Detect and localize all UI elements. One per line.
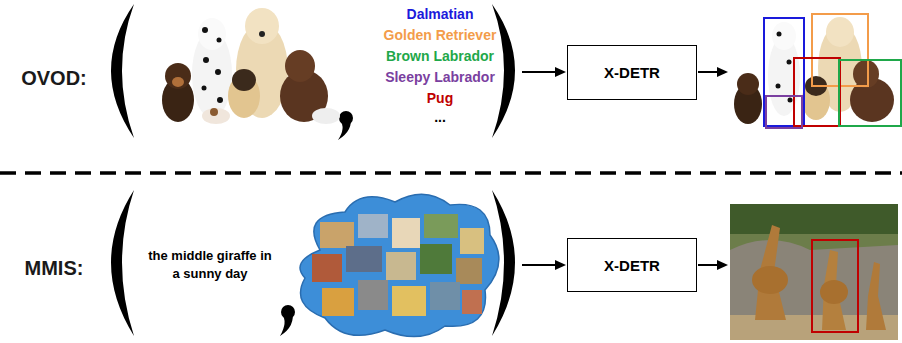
illustration-part: [358, 214, 388, 238]
illustration-part: [717, 67, 728, 77]
illustration-part: [346, 246, 382, 272]
illustration-part: [210, 108, 218, 116]
illustration-part: [766, 96, 802, 128]
illustration-part: [462, 290, 482, 314]
arrow: [522, 260, 566, 270]
box-title: X-DETR: [604, 64, 660, 81]
illustration-part: [730, 240, 898, 340]
arrow: [698, 260, 728, 270]
illustration-part: [812, 240, 858, 332]
illustration-part: [460, 228, 484, 254]
row-label: OVOD:: [21, 67, 87, 90]
illustration-part: [386, 252, 416, 280]
illustration-part: [456, 258, 482, 284]
illustration-part: [392, 218, 420, 248]
illustration-part: [165, 63, 191, 89]
process-box: X-DETR: [567, 45, 697, 100]
right-parenthesis: [492, 4, 515, 138]
illustration-part: [522, 71, 556, 73]
illustration-part: [358, 280, 388, 310]
illustration-part: [392, 286, 426, 316]
dashed-separator: [0, 171, 902, 175]
illustration-part: [202, 86, 207, 91]
illustration-part: [698, 71, 718, 73]
illustration-part: [217, 38, 222, 43]
illustration-part: [698, 264, 718, 266]
illustration-part: [826, 17, 854, 47]
illustration-part: [232, 69, 256, 91]
class-name: Brown Labrador: [386, 48, 494, 64]
arrow: [522, 67, 566, 77]
illustration-part: [312, 254, 342, 282]
illustration-part: [215, 69, 221, 75]
illustration-part: [787, 60, 792, 65]
image-cloud: [300, 194, 499, 336]
comma: [280, 305, 295, 336]
illustration-part: [198, 18, 226, 50]
left-parenthesis: [111, 190, 134, 336]
illustration-part: [312, 108, 340, 124]
illustration-part: [794, 58, 840, 126]
illustration-part: [245, 8, 279, 44]
process-box: X-DETR: [567, 238, 697, 292]
illustration-part: [285, 50, 315, 82]
illustration-part: [555, 260, 566, 270]
illustration-part: [320, 222, 354, 248]
illustration-part: [820, 280, 848, 304]
comma: [338, 111, 353, 140]
illustration-part: [202, 27, 208, 33]
illustration-part: [217, 97, 223, 103]
illustration-part: [777, 32, 782, 37]
illustration-part: [737, 73, 759, 95]
detected-dogs-photo: [734, 14, 901, 128]
illustration-part: [322, 288, 354, 316]
illustration-part: [424, 214, 458, 238]
illustration-part: [172, 77, 184, 87]
class-name: Dalmatian: [407, 6, 474, 22]
illustration-part: [420, 244, 452, 274]
box-title: X-DETR: [604, 257, 660, 274]
illustration-part: [202, 108, 230, 124]
illustration-part: [555, 67, 566, 77]
illustration-part: [776, 84, 781, 89]
illustration-part: [772, 22, 796, 50]
illustration-part: [203, 57, 209, 63]
illustration-part: [259, 31, 265, 37]
illustration-part: [853, 60, 879, 88]
illustration-part: [839, 60, 901, 126]
illustration-part: [866, 262, 886, 330]
illustration-part: [752, 266, 788, 294]
illustration-part: [764, 18, 804, 126]
illustration-part: [730, 204, 898, 234]
arrow: [698, 67, 728, 77]
illustration-part: [522, 264, 556, 266]
query-text: the middle giraffe in a sunny day: [148, 247, 272, 282]
class-name: Golden Retriever: [384, 27, 497, 43]
left-parenthesis: [111, 4, 134, 138]
illustration-part: [430, 282, 460, 310]
row-label: MMIS:: [25, 257, 84, 280]
illustration-part: [717, 260, 728, 270]
class-name: Pug: [427, 90, 453, 106]
illustration-part: [730, 204, 898, 340]
illustration-part: [338, 116, 351, 140]
illustration-part: [788, 98, 793, 103]
illustration-part: [300, 194, 499, 336]
ellipsis: ...: [434, 109, 446, 125]
illustration-part: [280, 310, 293, 336]
giraffe-photo: [730, 204, 898, 340]
dogs-photo: [162, 8, 340, 124]
illustration-part: [162, 78, 194, 122]
class-name: Sleepy Labrador: [385, 69, 495, 85]
